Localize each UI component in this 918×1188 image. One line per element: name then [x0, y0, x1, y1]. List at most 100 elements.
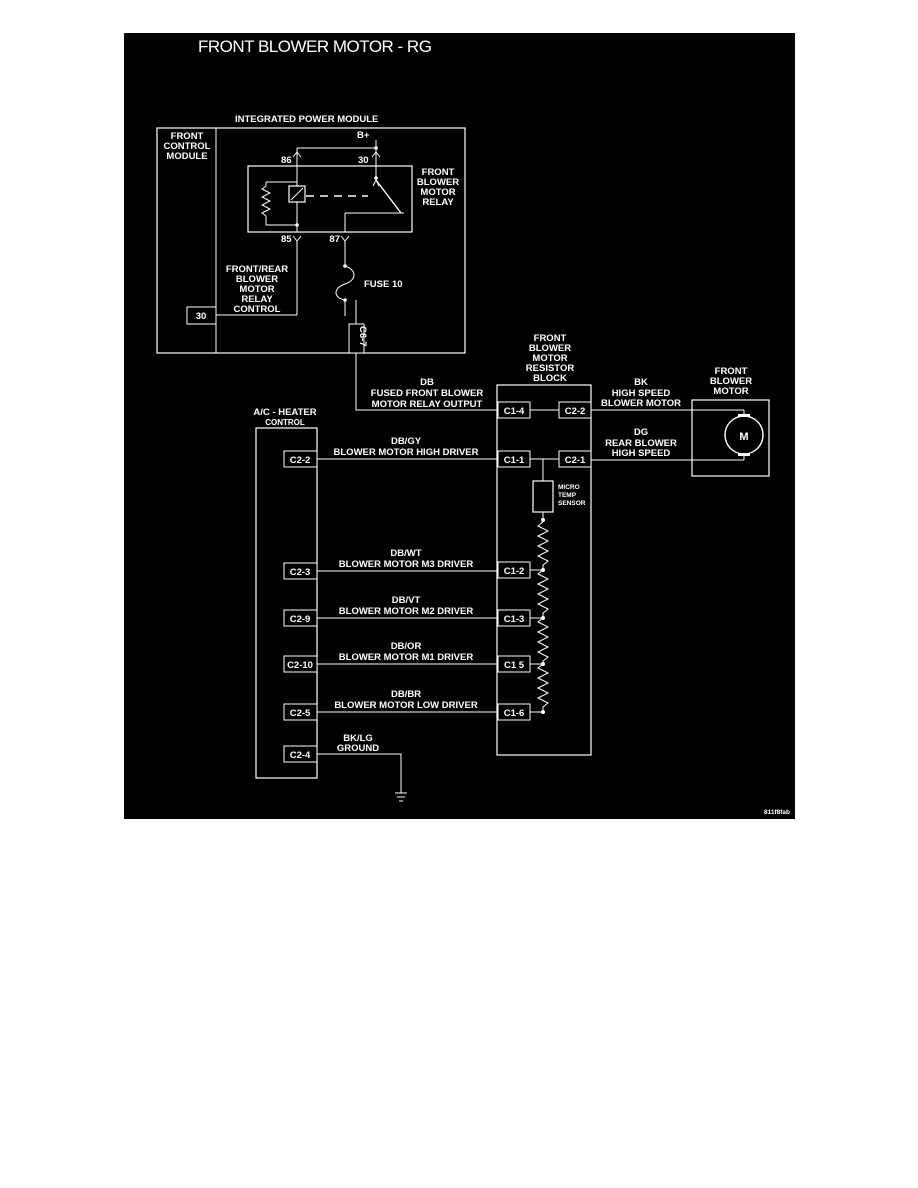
- svg-text:C2-4: C2-4: [290, 750, 311, 761]
- svg-text:RELAY: RELAY: [422, 197, 454, 208]
- wire-db-label: DB FUSED FRONT BLOWER MOTOR RELAY OUTPUT: [371, 377, 484, 410]
- b-plus-label: B+: [357, 130, 370, 141]
- wire-db: [355, 353, 498, 411]
- svg-text:C1 5: C1 5: [504, 660, 525, 671]
- svg-text:C2-2: C2-2: [290, 455, 311, 466]
- svg-text:BLOWER MOTOR M2 DRIVER: BLOWER MOTOR M2 DRIVER: [339, 606, 474, 617]
- svg-text:FRONT/REAR: FRONT/REAR: [226, 264, 288, 275]
- relay-resistor: [260, 185, 272, 217]
- relay-pin-87: 87: [329, 234, 340, 245]
- svg-text:C1-6: C1-6: [504, 708, 525, 719]
- svg-text:CONTROL: CONTROL: [234, 304, 281, 315]
- diagram-title: FRONT BLOWER MOTOR - RG: [198, 37, 431, 56]
- svg-text:DB/OR: DB/OR: [391, 641, 422, 652]
- svg-text:BLOWER: BLOWER: [236, 274, 278, 285]
- fuse-10: [335, 265, 355, 301]
- svg-text:CONTROL: CONTROL: [265, 418, 305, 427]
- svg-text:C2-5: C2-5: [290, 708, 311, 719]
- svg-text:DB/BR: DB/BR: [391, 689, 421, 700]
- front-control-module-label: FRONT CONTROL MODULE: [164, 131, 211, 162]
- relay-label: FRONT BLOWER MOTOR RELAY: [417, 167, 459, 208]
- resistor-1: [536, 521, 550, 570]
- svg-text:GROUND: GROUND: [337, 743, 379, 754]
- svg-text:C1-3: C1-3: [504, 614, 525, 625]
- wire-db-or-label: DB/OR BLOWER MOTOR M1 DRIVER: [339, 641, 474, 663]
- svg-text:BLOWER MOTOR: BLOWER MOTOR: [601, 398, 681, 409]
- front-blower-motor-relay: [247, 165, 413, 233]
- svg-text:TEMP: TEMP: [558, 492, 577, 499]
- svg-text:C2-2: C2-2: [565, 406, 586, 417]
- svg-text:FRONT: FRONT: [171, 131, 204, 142]
- fcm-pin-30: 30: [196, 311, 207, 322]
- figure-code: 811f8fab: [764, 809, 790, 816]
- svg-text:BLOWER MOTOR HIGH DRIVER: BLOWER MOTOR HIGH DRIVER: [334, 447, 479, 458]
- svg-text:BLOWER: BLOWER: [417, 177, 459, 188]
- svg-text:C1-1: C1-1: [504, 455, 525, 466]
- svg-text:MOTOR: MOTOR: [239, 284, 274, 295]
- svg-text:DB/VT: DB/VT: [392, 595, 421, 606]
- svg-text:FRONT: FRONT: [422, 167, 455, 178]
- svg-text:HIGH SPEED: HIGH SPEED: [612, 388, 671, 399]
- svg-text:MICRO: MICRO: [558, 484, 580, 491]
- svg-text:DG: DG: [634, 427, 648, 438]
- svg-text:SENSOR: SENSOR: [558, 500, 586, 507]
- relay-pin-85: 85: [281, 234, 292, 245]
- resistor-4: [536, 663, 550, 712]
- svg-text:FRONT: FRONT: [534, 333, 567, 344]
- resistor-3: [536, 617, 550, 664]
- wire-bk-lg: [317, 753, 402, 793]
- svg-text:RELAY: RELAY: [241, 294, 273, 305]
- resistor-block-label: FRONT BLOWER MOTOR RESISTOR BLOCK: [526, 333, 575, 384]
- front-blower-motor-resistor-block: FRONT BLOWER MOTOR RESISTOR BLOCK C1-4 C…: [496, 333, 592, 756]
- svg-text:BLOWER MOTOR LOW DRIVER: BLOWER MOTOR LOW DRIVER: [334, 700, 478, 711]
- wire-db-vt-label: DB/VT BLOWER MOTOR M2 DRIVER: [339, 595, 474, 617]
- svg-text:C2-3: C2-3: [290, 567, 311, 578]
- wires: DB FUSED FRONT BLOWER MOTOR RELAY OUTPUT…: [317, 353, 692, 802]
- svg-text:REAR BLOWER: REAR BLOWER: [605, 438, 677, 449]
- svg-text:BLOCK: BLOCK: [533, 373, 567, 384]
- resistor-2: [536, 569, 550, 618]
- svg-text:C1-2: C1-2: [504, 566, 525, 577]
- svg-text:BK/LG: BK/LG: [343, 733, 373, 744]
- svg-text:BLOWER MOTOR M1 DRIVER: BLOWER MOTOR M1 DRIVER: [339, 652, 474, 663]
- relay-pin-86: 86: [281, 155, 292, 166]
- wire-db-wt-label: DB/WT BLOWER MOTOR M3 DRIVER: [339, 548, 474, 570]
- ground-symbol: [395, 792, 407, 802]
- micro-temp-sensor-label: MICRO TEMP SENSOR: [558, 484, 586, 507]
- svg-text:DB/WT: DB/WT: [390, 548, 421, 559]
- wire-bk-label: BK HIGH SPEED BLOWER MOTOR: [601, 377, 681, 409]
- ac-heater-control-label: A/C - HEATER CONTROL: [253, 407, 316, 427]
- svg-text:A/C - HEATER: A/C - HEATER: [253, 407, 316, 418]
- svg-text:M: M: [739, 431, 748, 443]
- wire-db-gy-label: DB/GY BLOWER MOTOR HIGH DRIVER: [334, 436, 479, 458]
- svg-text:RESISTOR: RESISTOR: [526, 363, 575, 374]
- svg-text:MOTOR: MOTOR: [420, 187, 455, 198]
- c6-7-label: C6-7: [357, 326, 368, 347]
- fcm-pin-box: [186, 306, 217, 325]
- svg-text:HIGH SPEED: HIGH SPEED: [612, 448, 671, 459]
- diagram-background: [124, 33, 795, 819]
- wire-dg-label: DG REAR BLOWER HIGH SPEED: [605, 427, 677, 459]
- integrated-power-module: INTEGRATED POWER MODULE FRONT CONTROL MO…: [156, 114, 466, 354]
- svg-text:MOTOR: MOTOR: [532, 353, 567, 364]
- svg-text:DB: DB: [420, 377, 434, 388]
- relay-pin-30: 30: [358, 155, 369, 166]
- relay-control-label: FRONT/REAR BLOWER MOTOR RELAY CONTROL: [226, 264, 288, 315]
- svg-text:BLOWER: BLOWER: [710, 376, 752, 387]
- front-blower-motor: FRONT BLOWER MOTOR M: [691, 366, 770, 477]
- wire-bk-lg-label: BK/LG GROUND: [337, 733, 379, 754]
- svg-text:BLOWER MOTOR M3 DRIVER: BLOWER MOTOR M3 DRIVER: [339, 559, 474, 570]
- svg-text:C1-4: C1-4: [504, 406, 525, 417]
- svg-text:C2-9: C2-9: [290, 614, 311, 625]
- svg-text:MOTOR RELAY OUTPUT: MOTOR RELAY OUTPUT: [372, 399, 483, 410]
- svg-text:C2-1: C2-1: [565, 455, 586, 466]
- svg-text:DB/GY: DB/GY: [391, 436, 422, 447]
- fuse-label: FUSE 10: [364, 279, 403, 290]
- svg-text:FUSED FRONT BLOWER: FUSED FRONT BLOWER: [371, 388, 484, 399]
- ac-heater-control: A/C - HEATER CONTROL C2-2 C2-3 C2-9 C2-1…: [253, 407, 318, 779]
- svg-text:INTEGRATED POWER MODULE: INTEGRATED POWER MODULE: [235, 114, 378, 125]
- svg-text:MOTOR: MOTOR: [713, 386, 748, 397]
- relay-switch: [375, 179, 402, 214]
- svg-text:MODULE: MODULE: [166, 151, 207, 162]
